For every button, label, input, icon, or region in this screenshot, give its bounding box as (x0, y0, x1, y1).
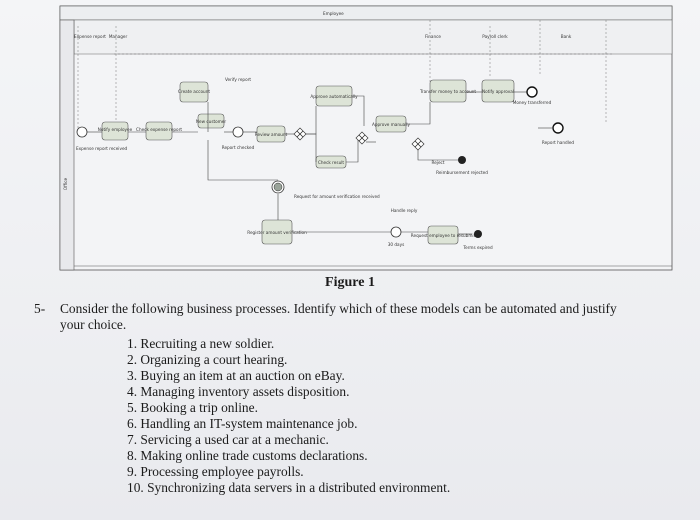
list-item: 8. Making online trade customs declarati… (127, 448, 368, 463)
lane-label: Payroll clerk (482, 34, 508, 39)
event-label: Terms expired (462, 245, 493, 250)
start-event (76, 126, 88, 138)
task-box (427, 225, 459, 245)
list-item: 7. Servicing a used car at a mechanic. (127, 432, 329, 447)
bpmn-diagram-figure: Employee Office Expense report Manager F… (58, 4, 678, 272)
gateway-marks (296, 130, 422, 148)
list-item: 2. Organizing a court hearing. (127, 352, 288, 367)
lane-vertical-label: Office (63, 177, 68, 190)
event-label: Report handled (542, 140, 574, 145)
task-label: Approve manually (372, 122, 411, 127)
lane-label: Bank (561, 34, 572, 39)
list-item: 4. Managing inventory assets disposition… (127, 384, 350, 399)
event-label: Report checked (222, 145, 255, 150)
task-label: Request employee to resubmit (411, 233, 476, 238)
end-event (474, 230, 482, 238)
question-text: Consider the following business processe… (60, 301, 617, 332)
end-event (458, 156, 466, 164)
task-label: Notify approval (482, 89, 514, 94)
task-label: Verify report (225, 77, 251, 82)
lane-header-row (73, 19, 673, 55)
task-label: Check result (318, 160, 344, 165)
event-label: Expense report received (76, 146, 128, 151)
task-box (429, 79, 467, 103)
task-label: Check expense report (136, 127, 182, 132)
question-block: 5- Consider the following business proce… (34, 301, 634, 333)
process-list: 1. Recruiting a new soldier. 2. Organizi… (127, 336, 647, 496)
task-label: Approve automatically (310, 94, 358, 99)
figure-caption: Figure 1 (325, 275, 375, 290)
event-label: Request for amount verification received (294, 194, 380, 199)
timer-event (390, 226, 402, 238)
pool-label: Employee (323, 11, 344, 16)
end-event (552, 122, 564, 134)
event-label: Money transferred (513, 100, 552, 105)
pool-header (59, 5, 673, 21)
list-item: 9. Processing employee payrolls. (127, 464, 304, 479)
tasks (101, 79, 515, 245)
task-label: New customer (196, 119, 226, 124)
list-item: 3. Buying an item at an auction on eBay. (127, 368, 345, 383)
task-box (145, 121, 173, 141)
task-label: Review amount (255, 132, 288, 137)
events (76, 86, 564, 238)
lane-label: Finance (425, 34, 441, 39)
task-label: Create account (178, 89, 210, 94)
task-box (481, 79, 515, 103)
question-number: 5- (34, 301, 46, 316)
bpmn-diagram: Employee Office Expense report Manager F… (59, 5, 673, 271)
task-box (101, 121, 129, 141)
intermediate-event (232, 126, 244, 138)
end-event (526, 86, 538, 98)
task-label: Transfer money to account (419, 89, 476, 94)
list-item: 6. Handling an IT-system maintenance job… (127, 416, 358, 431)
list-item: 10. Synchronizing data servers in a dist… (127, 480, 451, 495)
lane-label: Expense report (74, 34, 106, 39)
task-label: Register amount verification (247, 230, 307, 235)
pool-side-strip (59, 19, 75, 271)
task-box (179, 81, 209, 103)
task-label: Notify employee (98, 127, 133, 132)
lane-label: Manager (109, 34, 128, 39)
message-flows (77, 20, 614, 132)
event-label: Reject (432, 160, 445, 165)
list-item: 1. Recruiting a new soldier. (127, 336, 275, 351)
event-label: Handle reply (391, 208, 418, 213)
event-label: Reimbursement rejected (436, 170, 488, 175)
task-box (197, 113, 225, 129)
event-label: 30 days (388, 242, 405, 247)
list-item: 5. Booking a trip online. (127, 400, 258, 415)
